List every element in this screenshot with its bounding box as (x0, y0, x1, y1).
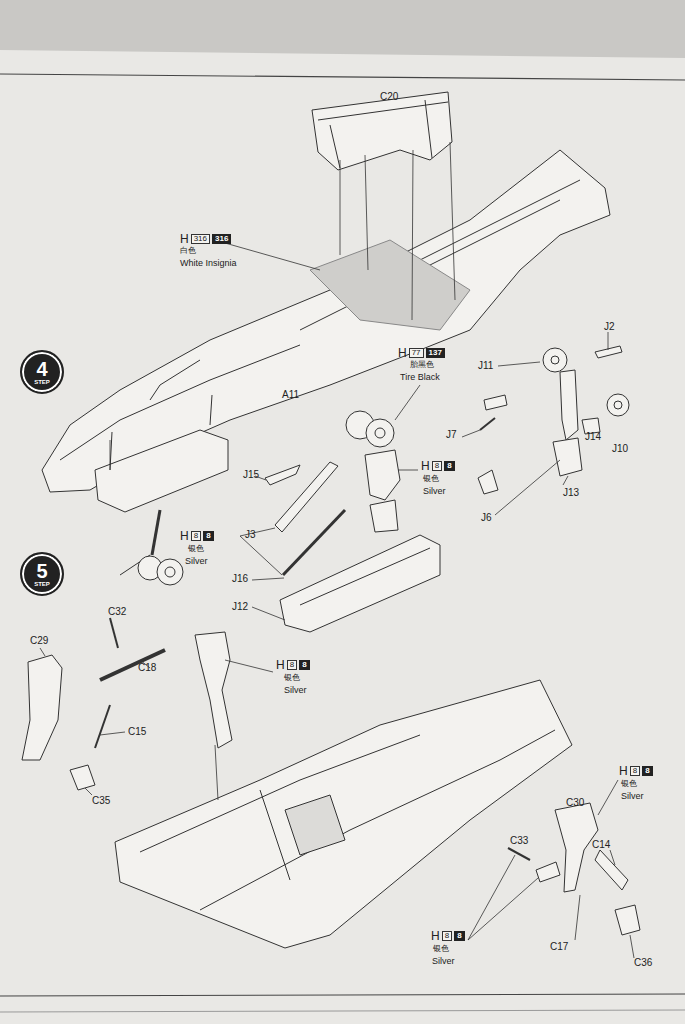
part-number: J6 (481, 513, 492, 523)
color-name-chinese: 银色 (188, 545, 204, 553)
paint-code-filled: 316 (212, 234, 231, 244)
paint-code-box: 8 (287, 660, 297, 670)
part-number: A11 (282, 390, 299, 400)
color-name-chinese: 银色 (433, 945, 449, 953)
paint-code-letter: H (398, 347, 407, 359)
part-number: C35 (92, 796, 110, 806)
paint-code-box: 8 (191, 531, 201, 541)
paint-code-filled: 8 (642, 766, 652, 776)
part-number: C17 (550, 942, 568, 952)
paint-code-letter: H (421, 460, 430, 472)
part-number: C18 (138, 663, 156, 673)
color-name-english: Silver (284, 686, 307, 695)
part-number: J13 (563, 488, 579, 498)
paint-code-box: 8 (630, 766, 640, 776)
paint-code-box: 8 (442, 931, 452, 941)
step-badge: 5STEP (20, 552, 64, 596)
paint-code-letter: H (619, 765, 628, 777)
paint-code-letter: H (276, 659, 285, 671)
part-number: C20 (380, 92, 398, 102)
color-name-english: Silver (621, 792, 644, 801)
part-number: C33 (510, 836, 528, 846)
paint-code-box: 8 (432, 461, 442, 471)
color-name-chinese: 银色 (621, 780, 637, 788)
part-number: C30 (566, 798, 584, 808)
step-word: STEP (34, 379, 50, 385)
color-name-chinese: 银色 (284, 674, 300, 682)
color-name-chinese: 白色 (180, 247, 196, 255)
part-number: J2 (604, 322, 615, 332)
paint-code-letter: H (180, 530, 189, 542)
paint-code-filled: 8 (299, 660, 309, 670)
step-word: STEP (34, 581, 50, 587)
paint-code-letter: H (431, 930, 440, 942)
color-name-english: Silver (185, 557, 208, 566)
paint-code-filled: 8 (454, 931, 464, 941)
paint-code-box: 77 (409, 348, 424, 358)
color-name-english: Silver (432, 957, 455, 966)
paint-code-letter: H (180, 233, 189, 245)
step-badge: 4STEP (20, 350, 64, 394)
paint-code-box: 316 (191, 234, 210, 244)
paint-code-filled: 8 (203, 531, 213, 541)
color-name-english: White Insignia (180, 259, 237, 268)
paint-code-filled: 137 (426, 348, 445, 358)
part-number: C36 (634, 958, 652, 968)
part-number: J7 (446, 430, 457, 440)
color-name-chinese: 银色 (423, 475, 439, 483)
part-number: C14 (592, 840, 610, 850)
part-number: C15 (128, 727, 146, 737)
part-number: J11 (478, 361, 493, 371)
color-name-english: Tire Black (400, 373, 440, 382)
part-number: J14 (585, 432, 601, 442)
step-number: 4 (36, 359, 47, 379)
color-name-chinese: 胎黑色 (410, 361, 434, 369)
part-number: J3 (245, 530, 256, 540)
part-number: C32 (108, 607, 126, 617)
part-number: C29 (30, 636, 48, 646)
color-name-english: Silver (423, 487, 446, 496)
step-number: 5 (36, 561, 47, 581)
part-number: J15 (243, 470, 259, 480)
part-number: J12 (232, 602, 248, 612)
part-number: J10 (612, 444, 628, 454)
paint-code-filled: 8 (444, 461, 454, 471)
part-number: J16 (232, 574, 248, 584)
